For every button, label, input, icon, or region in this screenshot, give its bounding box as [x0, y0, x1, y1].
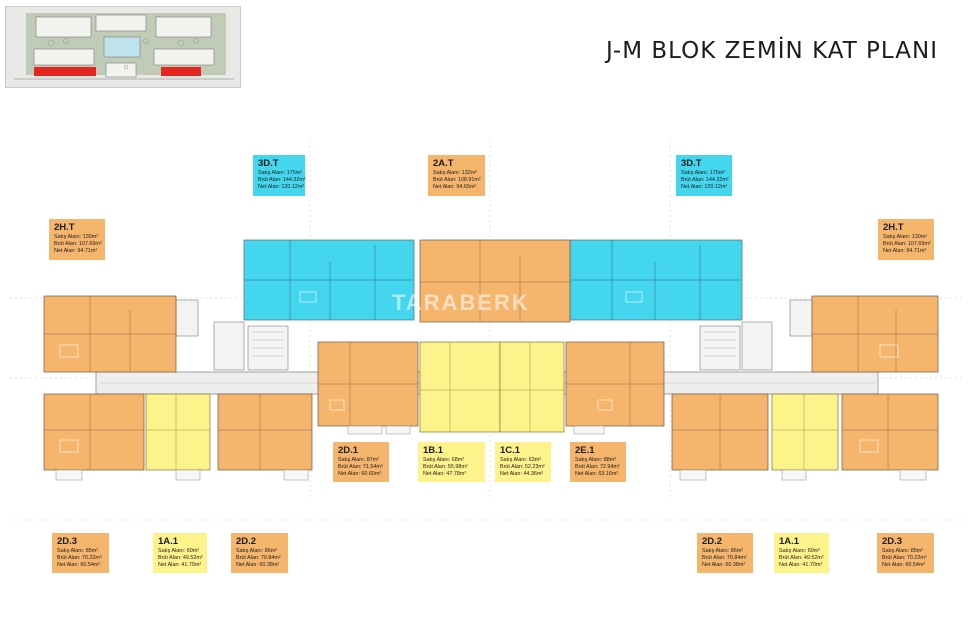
page-title: J-M BLOK ZEMİN KAT PLANI: [605, 38, 938, 64]
watermark: TARABERK: [392, 290, 530, 315]
site-plan-thumbnail: [5, 6, 241, 88]
site-plan-drawing: [6, 7, 240, 87]
